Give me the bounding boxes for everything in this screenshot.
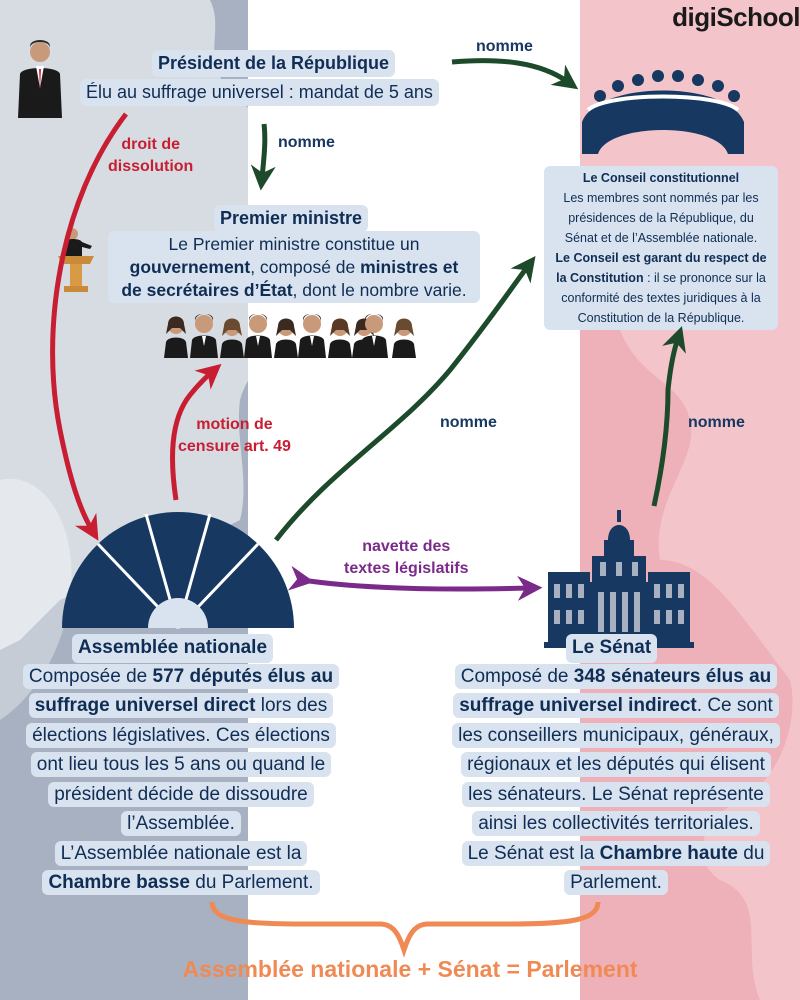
assemblee-line3: élections législatives. Ces élections — [26, 722, 336, 748]
label-nomme-senat: nomme — [688, 414, 745, 431]
conseil-constitution: la Constitution — [556, 271, 644, 285]
assemblee-line2b: lors des — [255, 695, 328, 717]
president-text: Élu au suffrage universel : mandat de 5 … — [80, 79, 439, 107]
premier-line3: de secrétaires d’État, dont le nombre va… — [114, 279, 474, 302]
assemblee-title: Assemblée nationale — [72, 634, 274, 663]
arrow-motion-censure — [170, 363, 222, 501]
senat-building-icon — [544, 510, 694, 648]
conseil-line5: la Constitution : il se prononce sur la — [548, 268, 774, 288]
motion-line1: motion de — [196, 416, 273, 433]
assemblee-nationale-hemicycle-icon — [62, 512, 294, 630]
arrow-dissolution — [50, 112, 128, 541]
label-droit-dissolution: droit de dissolution — [108, 134, 193, 177]
premier-gouvernement: gouvernement — [129, 256, 251, 277]
senat-suffrage-indirect: suffrage universel indirect — [459, 695, 697, 717]
senat-line7c: du — [737, 842, 765, 864]
premier-line2-rest: , composé de — [250, 256, 361, 277]
conseil-line5-rest: : il se prononce sur la — [643, 271, 766, 285]
assemblee-line8: Chambre basse du Parlement. — [42, 870, 320, 896]
conseil-line1: Les membres sont nommés par les — [563, 191, 759, 205]
conseil-constitutionnel-box: Le Conseil constitutionnel Les membres s… — [544, 166, 778, 330]
assemblee-line1a: Composée de — [28, 666, 153, 687]
senat-line5: les sénateurs. Le Sénat représente — [462, 781, 770, 807]
assemblee-chambre-basse: Chambre basse — [48, 872, 190, 894]
navette-line2: textes législatifs — [344, 559, 469, 577]
assemblee-line8b: du Parlement. — [189, 872, 314, 894]
conseil-line3: Sénat et de l’Assemblée nationale. — [564, 231, 758, 245]
motion-line2: censure art. 49 — [178, 437, 291, 455]
premier-line1: Le Premier ministre constitue un — [168, 234, 420, 254]
senat-line7a: Le Sénat est la — [467, 842, 600, 864]
label-nomme-conseil: nomme — [476, 38, 533, 55]
conseil-line4: Le Conseil est garant du respect de — [555, 251, 767, 265]
premier-line2: gouvernement, composé de ministres et — [114, 256, 474, 279]
conseil-line2: présidences de la République, du — [568, 211, 754, 225]
senat-line3: les conseillers municipaux, généraux, — [452, 722, 780, 748]
senat-line8: Parlement. — [564, 870, 668, 896]
conseil-title: Le Conseil constitutionnel — [582, 171, 740, 185]
arrow-senat-to-conseil — [651, 326, 686, 507]
premier-ministre-title: Premier ministre — [214, 205, 369, 233]
assemblee-line7: L’Assemblée nationale est la — [54, 840, 308, 866]
conseil-constitutionnel-icon — [582, 70, 744, 154]
senat-line1a: Composé de — [460, 666, 574, 687]
senat-line7: Le Sénat est la Chambre haute du — [461, 840, 771, 866]
arrow-president-to-premier — [250, 123, 276, 191]
navette-line1: navette des — [362, 538, 451, 555]
arrow-president-to-conseil — [451, 58, 579, 90]
senat-348: 348 sénateurs élus au — [573, 666, 772, 687]
conseil-line6: conformité des textes juridiques à la — [561, 291, 761, 305]
dissolution-line2: dissolution — [108, 157, 194, 175]
conseil-line7: Constitution de la République. — [577, 311, 745, 325]
dissolution-line1: droit de — [121, 136, 180, 153]
label-nomme-premier: nomme — [278, 134, 335, 151]
parlement-formula: Assemblée nationale + Sénat = Parlement — [182, 956, 638, 982]
label-motion-censure: motion de censure art. 49 — [178, 414, 291, 457]
senat-line2b: . Ce sont — [696, 695, 773, 717]
premier-ministre-text: Le Premier ministre constitue un gouvern… — [108, 231, 480, 304]
arrow-navette — [287, 565, 543, 601]
digischool-logo: digiSchool — [672, 2, 800, 32]
podium-speaker-icon — [58, 228, 94, 292]
assemblee-line6: l’Assemblée. — [121, 811, 241, 837]
president-icon — [18, 40, 62, 118]
senat-line4: régionaux et les députés qui élisent — [461, 752, 771, 778]
parlement-brace — [209, 901, 601, 958]
assemblee-line2: suffrage universel direct lors des — [28, 693, 334, 719]
label-nomme-assemblee: nomme — [440, 414, 497, 431]
assemblee-577: 577 députés élus au — [152, 666, 334, 687]
senat-line1: Composé de 348 sénateurs élus au — [454, 664, 778, 689]
premier-ministres: ministres et — [360, 256, 459, 277]
arrow-assemblee-to-conseil — [274, 255, 536, 542]
assemblee-line5: président décide de dissoudre — [48, 781, 314, 807]
senat-line2: suffrage universel indirect. Ce sont — [453, 693, 779, 719]
government-members-icon — [164, 314, 416, 358]
senat-text: Composé de 348 sénateurs élus au suffrag… — [432, 662, 800, 898]
premier-secretaires: de secrétaires d’État — [121, 279, 293, 300]
assemblee-line4: ont lieu tous les 5 ans ou quand le — [30, 752, 332, 778]
assemblee-text: Composée de 577 députés élus au suffrage… — [0, 662, 362, 898]
senat-chambre-haute: Chambre haute — [599, 842, 738, 864]
label-navette: navette des textes législatifs — [344, 536, 469, 579]
senat-title: Le Sénat — [566, 634, 658, 663]
premier-line3-rest: , dont le nombre varie. — [292, 279, 467, 300]
assemblee-line1: Composée de 577 députés élus au — [22, 664, 340, 689]
assemblee-suffrage-direct: suffrage universel direct — [34, 695, 256, 717]
senat-line6: ainsi les collectivités territoriales. — [472, 811, 760, 837]
president-title: Président de la République — [152, 50, 396, 78]
